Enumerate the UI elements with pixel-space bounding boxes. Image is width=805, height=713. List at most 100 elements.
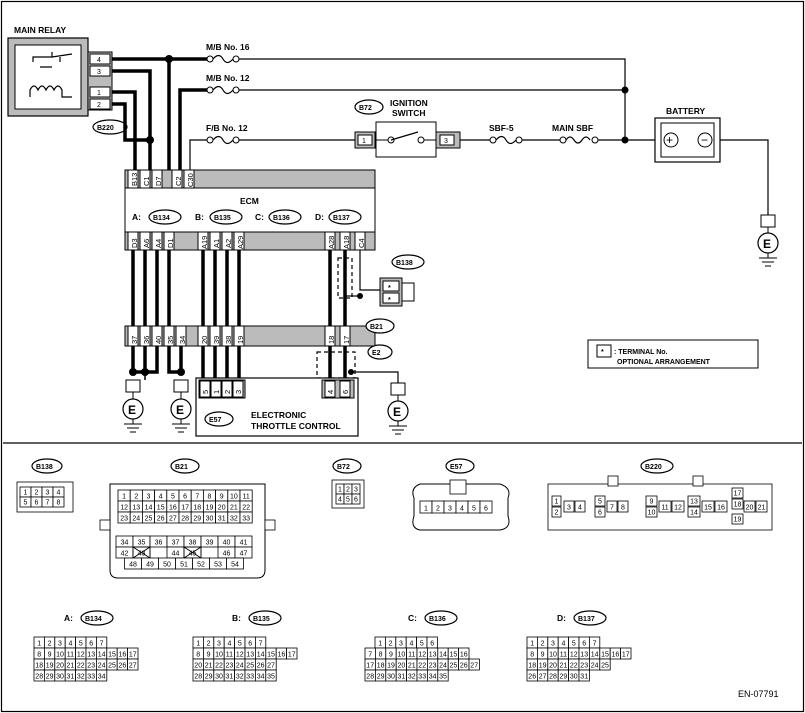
svg-text:D:: D: xyxy=(315,212,324,222)
b220-terminal: 20 xyxy=(746,505,754,512)
b220-terminal: 12 xyxy=(674,505,682,512)
b136-terminal: 3 xyxy=(399,641,403,648)
b135-terminal: 32 xyxy=(236,674,244,681)
svg-text:B21: B21 xyxy=(175,464,188,471)
ecm-b21-wires xyxy=(131,250,347,326)
b21-terminal: 6 xyxy=(183,494,187,501)
svg-text:35: 35 xyxy=(166,336,175,344)
b135-terminal: 2 xyxy=(207,641,211,648)
b135-terminal: 22 xyxy=(215,663,223,670)
b220-terminal: 17 xyxy=(734,491,742,498)
svg-text:A6: A6 xyxy=(142,239,151,248)
main-relay: MAIN RELAY 4 3 1 2 B220 xyxy=(7,25,128,135)
b135-terminal: 27 xyxy=(267,663,275,670)
svg-text:B138: B138 xyxy=(36,464,53,471)
fuse-fb12: F/B No. 12 xyxy=(206,123,248,145)
relay-pin: 3 xyxy=(97,69,101,76)
b136-terminal: 10 xyxy=(398,652,406,659)
b220-terminal: 1 xyxy=(555,499,559,506)
svg-text:A4: A4 xyxy=(154,239,163,248)
b138-terminal: 5 xyxy=(24,500,28,507)
e57-terminal: 2 xyxy=(436,506,440,513)
svg-text:*: * xyxy=(388,297,391,304)
main-relay-label: MAIN RELAY xyxy=(14,25,66,35)
b134-terminal: 7 xyxy=(100,641,104,648)
b220-terminal: 4 xyxy=(578,505,582,512)
svg-text:D1: D1 xyxy=(166,238,175,248)
b21-terminal: 21 xyxy=(230,505,238,512)
fuse-mb12: M/B No. 12 xyxy=(206,73,250,95)
svg-text:B134: B134 xyxy=(85,616,102,623)
b72-terminal: 3 xyxy=(354,487,358,494)
svg-text:C4: C4 xyxy=(357,238,366,248)
b136-terminal: 4 xyxy=(409,641,413,648)
b134-terminal: 32 xyxy=(77,674,85,681)
svg-text:: TERMINAL No.: : TERMINAL No. xyxy=(614,349,668,356)
b135-terminal: 4 xyxy=(227,641,231,648)
svg-text:IGNITION: IGNITION xyxy=(390,98,428,108)
b134-terminal: 16 xyxy=(119,652,127,659)
b137-terminal: 13 xyxy=(580,652,588,659)
b135-terminal: 1 xyxy=(196,641,200,648)
face-tags: B138 B21 B72 E57 B220 A: B134 B: B135 C:… xyxy=(31,458,674,626)
b138-terminal: 4 xyxy=(57,490,61,497)
thin-wires xyxy=(189,58,769,222)
b137-terminal: 17 xyxy=(622,652,630,659)
svg-text:THROTTLE CONTROL: THROTTLE CONTROL xyxy=(251,421,341,431)
b134-terminal: 5 xyxy=(79,641,83,648)
svg-text:C:: C: xyxy=(408,613,417,623)
svg-text:A1: A1 xyxy=(212,239,221,248)
ground-3: E xyxy=(387,382,409,435)
b220-terminal: 16 xyxy=(717,505,725,512)
svg-text:*: * xyxy=(388,285,391,292)
b135-terminal: 29 xyxy=(205,674,213,681)
b220-terminal: 19 xyxy=(734,517,742,524)
svg-text:E: E xyxy=(393,405,401,419)
b21-terminal: 1 xyxy=(122,494,126,501)
svg-text:B136: B136 xyxy=(429,616,446,623)
power-wires xyxy=(112,57,210,170)
svg-text:E: E xyxy=(128,403,136,417)
fuse-main-sbf: MAIN SBF xyxy=(552,123,599,144)
b136-terminal: 28 xyxy=(366,674,374,681)
b137-terminal: 16 xyxy=(612,652,620,659)
battery-minus-icon: − xyxy=(701,133,708,147)
svg-text:B134: B134 xyxy=(153,215,170,222)
b134-terminal: 27 xyxy=(129,663,137,670)
svg-text:20: 20 xyxy=(200,336,209,344)
svg-text:E2: E2 xyxy=(372,350,381,357)
b220-terminal: 2 xyxy=(555,510,559,517)
b135-terminal: 34 xyxy=(257,674,265,681)
b21-terminal: 8 xyxy=(208,494,212,501)
b21-terminal: 28 xyxy=(181,516,189,523)
b138-terminal: 8 xyxy=(57,500,61,507)
svg-text:19: 19 xyxy=(236,336,245,344)
b137-terminal: 10 xyxy=(549,652,557,659)
b136-terminal: 1 xyxy=(378,641,382,648)
ground-2: E xyxy=(170,379,192,433)
svg-text:3: 3 xyxy=(234,390,243,394)
b21-terminal: 44 xyxy=(172,551,180,558)
b220-terminal: 9 xyxy=(650,499,654,506)
svg-text:D3: D3 xyxy=(130,238,139,248)
b137-terminal: 31 xyxy=(580,674,588,681)
b134-terminal: 22 xyxy=(77,663,85,670)
b135-terminal: 23 xyxy=(226,663,234,670)
svg-text:1: 1 xyxy=(362,138,366,145)
svg-text:MAIN SBF: MAIN SBF xyxy=(552,123,593,133)
e57-terminal: 5 xyxy=(472,506,476,513)
relay-pin: 2 xyxy=(97,102,101,109)
b21-terminal: 17 xyxy=(181,505,189,512)
b72-terminal: 2 xyxy=(346,487,350,494)
b134-terminal: 31 xyxy=(67,674,75,681)
svg-text:B:: B: xyxy=(232,613,241,623)
b21-terminal: 48 xyxy=(129,562,137,569)
b137-terminal: 30 xyxy=(570,674,578,681)
b136-terminal: 17 xyxy=(366,663,374,670)
svg-text:B13: B13 xyxy=(130,173,139,186)
b135-terminal: 20 xyxy=(194,663,202,670)
b21-terminal: 25 xyxy=(145,516,153,523)
b137-terminal: 28 xyxy=(549,674,557,681)
relay-pin: 1 xyxy=(97,90,101,97)
